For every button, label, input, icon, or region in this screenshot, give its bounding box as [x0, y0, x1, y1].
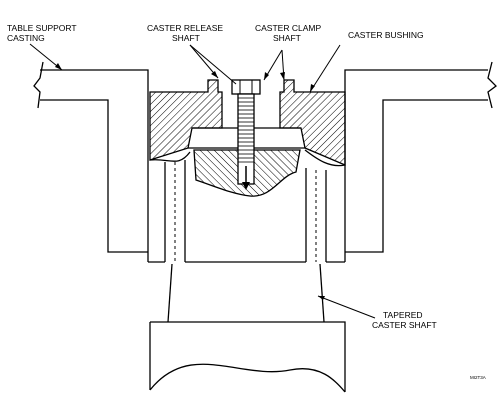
caster-block	[149, 321, 346, 393]
label-caster-clamp-line2: SHAFT	[273, 33, 301, 43]
label-tapered-line2: CASTER SHAFT	[372, 320, 437, 330]
label-table-support-line2: CASTING	[7, 33, 45, 43]
table-support-casting-right	[344, 61, 497, 262]
caster-release-shaft	[231, 79, 261, 190]
leader-lines	[29, 43, 376, 319]
label-caster-release-line2: SHAFT	[172, 33, 200, 43]
label-tapered-line1: TAPERED	[383, 310, 423, 320]
table-support-casting-left	[33, 61, 149, 262]
label-caster-bushing: CASTER BUSHING	[348, 30, 424, 40]
bushing-side-lines	[148, 160, 345, 263]
label-caster-clamp-line1: CASTER CLAMP	[255, 23, 321, 33]
label-table-support-line1: TABLE SUPPORT	[7, 23, 77, 33]
tapered-caster-shaft	[167, 263, 325, 323]
figure-id: MI2T3A	[470, 375, 486, 380]
callout-labels: TABLE SUPPORT CASTING CASTER RELEASE SHA…	[7, 23, 486, 380]
label-caster-release-line1: CASTER RELEASE	[147, 23, 223, 33]
